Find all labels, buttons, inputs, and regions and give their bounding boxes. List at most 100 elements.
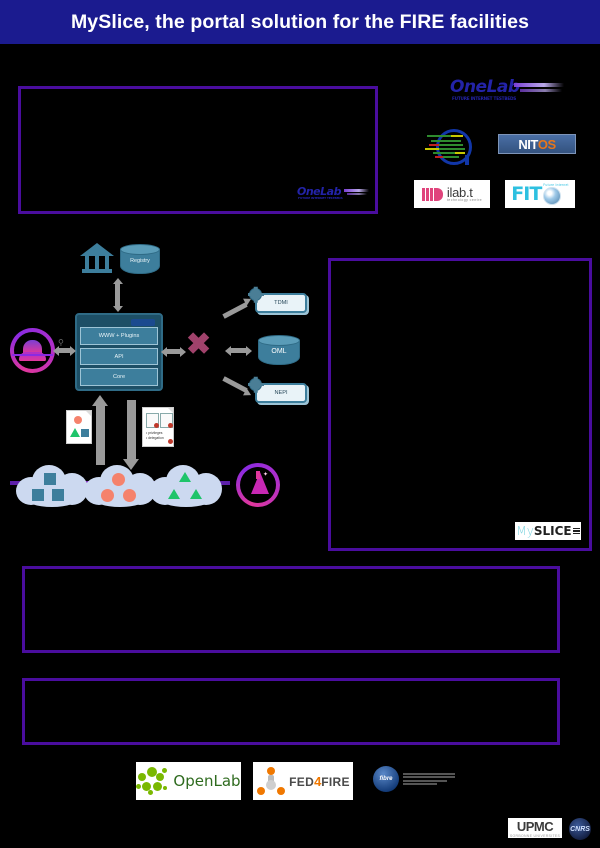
- arrow-head-right-oml: [246, 345, 252, 356]
- planetlab-globe-icon: [425, 127, 472, 165]
- onelab-wordmark: OneLab: [297, 185, 341, 198]
- oml-db-top-icon: [258, 335, 300, 346]
- testbed-up-arrow: [96, 405, 105, 465]
- service-db-oml[interactable]: OML: [258, 335, 300, 365]
- key-icon: ⚲: [58, 338, 64, 347]
- user-body-icon: [19, 352, 46, 361]
- testbed1-resource-2: [32, 489, 44, 501]
- deleg-seal-b-icon: [168, 423, 173, 428]
- ilabt-text: ilab.t: [446, 184, 473, 200]
- fit-globe-icon: [543, 187, 562, 205]
- upmc-text: UPMC: [516, 818, 554, 834]
- nitos-logo: NIT OS: [498, 134, 576, 154]
- deleg-seal-a-icon: [154, 423, 159, 428]
- arrow-head-left-user: [53, 345, 59, 356]
- arrow-head-right-user: [70, 345, 76, 356]
- fibre-text: fibre: [379, 776, 393, 782]
- page-title: MySlice, the portal solution for the FIR…: [70, 10, 530, 33]
- arrow-head-left-oml: [225, 345, 231, 356]
- stack-tools-arrow: [166, 349, 182, 354]
- tools-tdmi-arrow: [222, 302, 248, 319]
- institution-base-icon: [82, 269, 112, 273]
- testbed2-resource-3: [123, 489, 136, 502]
- registry-database-icon: Registry: [120, 244, 160, 274]
- nitos-text-a: NIT: [518, 136, 538, 152]
- cnrs-text: CNRS: [570, 825, 590, 833]
- onelab-logo: OneLab FUTURE INTERNET TESTBEDS: [444, 78, 564, 106]
- testbed1-resource-1: [44, 473, 56, 485]
- fed4fire-text-b: 4: [314, 773, 322, 789]
- testbed-cloud-3[interactable]: [150, 463, 224, 507]
- testbed-down-arrow: [127, 400, 136, 460]
- poster-title-banner: MySlice, the portal solution for the FIR…: [0, 0, 600, 44]
- user-ring-icon: [10, 328, 55, 373]
- onelab-logo-streak2-icon: [520, 89, 562, 92]
- testbed3-resource-2: [168, 489, 180, 499]
- globe-ring-icon: [436, 129, 472, 165]
- lower-panel: [22, 566, 560, 653]
- flask-neck-icon: [256, 471, 260, 479]
- fed4fire-text-a: FED: [289, 774, 315, 789]
- top-left-panel: OneLab FUTURE INTERNET TESTBEDS: [18, 86, 378, 214]
- delegation-document-icon: • privileges • delegation: [142, 407, 174, 447]
- myslice-slice-text: SLICE: [533, 524, 572, 538]
- delegation-note-line1: • privileges: [146, 431, 163, 435]
- stack-titlebar-decor: [131, 319, 155, 326]
- onelab-badge-logo: OneLab FUTURE INTERNET TESTBEDS: [297, 185, 369, 203]
- testbed3-resource-3: [190, 489, 202, 499]
- fit-logo: FIT Future Internet: [505, 180, 575, 208]
- fed4fire-molecule-icon: [256, 767, 286, 795]
- experiment-ring-icon: ✦: [236, 463, 280, 507]
- right-middle-panel: My SLICE: [328, 258, 592, 551]
- myslice-logo: My SLICE: [515, 522, 581, 540]
- upmc-logo: UPMC SORBONNE UNIVERSITES: [508, 818, 562, 838]
- delegation-note-line2: • delegation: [146, 436, 164, 440]
- arrow-head-down-testbed: [123, 459, 139, 470]
- onelab-logo-subtitle: FUTURE INTERNET TESTBEDS: [452, 96, 517, 101]
- ring-bar-decor: [12, 354, 53, 356]
- bottom-panel: [22, 678, 560, 745]
- fibre-subtitle-lines-icon: [403, 772, 455, 786]
- tools-icon[interactable]: ✖: [186, 328, 212, 361]
- user-stack-arrow: [58, 348, 72, 353]
- planetlab-europe-logo: [414, 125, 482, 167]
- onelab-logo-streak-icon: [514, 83, 564, 87]
- arrow-head-up-testbed: [92, 395, 108, 406]
- testbed-cloud-1[interactable]: [16, 463, 90, 507]
- fibre-footer-logo: fibre: [368, 763, 460, 795]
- ilabt-bars-icon: [421, 187, 443, 201]
- stack-layer-core[interactable]: Core: [80, 368, 158, 387]
- testbed-cloud-2[interactable]: [84, 463, 158, 507]
- fibre-globe-icon: fibre: [373, 766, 399, 792]
- oml-label: OML: [271, 347, 287, 355]
- onelab-logo-wordmark: OneLab: [450, 78, 520, 97]
- tdmi-gear-icon: [247, 288, 264, 301]
- testbed3-resource-1: [179, 472, 191, 482]
- service-box-tdmi[interactable]: TDMI: [255, 293, 307, 313]
- flask-sparkle-icon: ✦: [263, 472, 269, 478]
- registry-db-top-icon: [120, 244, 160, 255]
- arrow-head-down-registry: [112, 306, 123, 312]
- stack-layer-api[interactable]: API: [80, 347, 158, 366]
- testbed2-resource-2: [101, 489, 114, 502]
- onelab-subtitle: FUTURE INTERNET TESTBEDS: [298, 196, 343, 200]
- tools-oml-arrow: [230, 348, 248, 353]
- ilabt-logo: ilab.t technology centre: [414, 180, 490, 208]
- stack-layer-www[interactable]: WWW + Plugins: [80, 327, 158, 345]
- service-box-nepi[interactable]: NEPI: [255, 383, 307, 403]
- cnrs-globe-icon: CNRS: [569, 818, 591, 840]
- deleg-doc-fold-icon: [168, 408, 173, 413]
- myslice-bars-icon: [572, 527, 580, 535]
- arrow-head-nepi: [243, 388, 253, 399]
- onelab-streak2-icon: [347, 193, 367, 195]
- ilabt-subtitle: technology centre: [446, 197, 483, 202]
- doc-fold-icon: [86, 411, 91, 416]
- openlab-text: OpenLab: [173, 772, 241, 790]
- arrow-head-left-tools: [161, 346, 167, 357]
- testbed1-resource-3: [52, 489, 64, 501]
- arrow-head-right-tools: [180, 346, 186, 357]
- resources-document-icon: [66, 410, 92, 444]
- tools-nepi-arrow: [222, 376, 248, 393]
- fit-subtitle: Future Internet: [543, 183, 569, 187]
- institution-icon: [80, 243, 114, 273]
